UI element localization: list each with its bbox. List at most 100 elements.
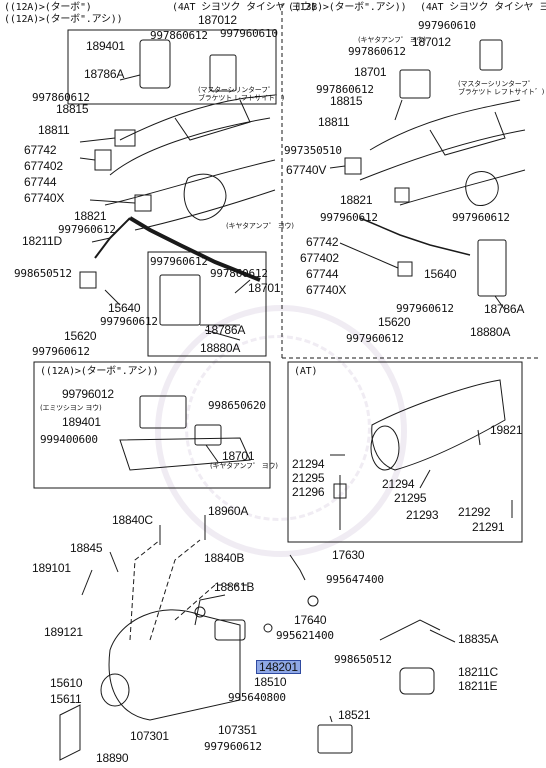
part-18521[interactable]: 18521 [338, 708, 371, 722]
part-997960612[interactable]: 997960612 [204, 740, 262, 753]
part-15611[interactable]: 15611 [50, 692, 82, 706]
part-18811[interactable]: 18811 [38, 123, 70, 137]
part-18510[interactable]: 18510 [254, 675, 287, 689]
part-18880A[interactable]: 18880A [470, 325, 511, 339]
part-21294[interactable]: 21294 [382, 477, 415, 491]
part-67744[interactable]: 67744 [306, 267, 339, 281]
part-21291[interactable]: 21291 [472, 520, 505, 534]
part-21296[interactable]: 21296 [292, 485, 325, 499]
note-catamp-left: (キヤタアンフ゜ ヨウ) [226, 222, 294, 230]
part-67740X[interactable]: 67740X [24, 191, 65, 205]
part-997960610[interactable]: 997960610 [418, 19, 476, 32]
part-21294[interactable]: 21294 [292, 457, 325, 471]
part-17630[interactable]: 17630 [332, 548, 365, 562]
part-17640[interactable]: 17640 [294, 613, 327, 627]
part-677402[interactable]: 677402 [300, 251, 339, 265]
part-997860612[interactable]: 997860612 [348, 45, 406, 58]
part-18786A[interactable]: 18786A [84, 67, 125, 81]
header-at-box: (AT) [294, 366, 318, 377]
note-master-left: (マスターシリンターフ゜ [198, 86, 275, 94]
part-18786A[interactable]: 18786A [205, 323, 246, 337]
part-187012[interactable]: 187012 [412, 35, 451, 49]
part-99796012[interactable]: 99796012 [62, 387, 114, 401]
part-18701[interactable]: 18701 [222, 449, 255, 463]
part-67742[interactable]: 67742 [306, 235, 339, 249]
part-18845[interactable]: 18845 [70, 541, 103, 555]
part-15620[interactable]: 15620 [378, 315, 411, 329]
part-189101[interactable]: 189101 [32, 561, 71, 575]
part-18211E[interactable]: 18211E [458, 679, 498, 693]
note-catamp-bottom: (キヤタアンフ゜ ヨウ) [210, 462, 278, 470]
part-997960612[interactable]: 997960612 [150, 255, 208, 268]
part-18840B[interactable]: 18840B [204, 551, 245, 565]
note-master-right-2: ブラケツト レフトサイト゛) [458, 88, 545, 96]
part-18861B[interactable]: 18861B [214, 580, 255, 594]
part-107301[interactable]: 107301 [130, 729, 169, 743]
part-67744[interactable]: 67744 [24, 175, 57, 189]
part-18786A[interactable]: 18786A [484, 302, 525, 316]
part-187012[interactable]: 187012 [198, 13, 237, 27]
part-997960612[interactable]: 997960612 [452, 211, 510, 224]
part-189401[interactable]: 189401 [86, 39, 125, 53]
part-18821[interactable]: 18821 [74, 209, 107, 223]
part-189401[interactable]: 189401 [62, 415, 101, 429]
header-right-2: (4AT シヨツク タイシヤ ヨウ) [420, 2, 546, 13]
part-995640800[interactable]: 995640800 [228, 691, 286, 704]
header-left-2: ((12A)>(ターボ".アシ)) [4, 14, 123, 25]
part-999400600[interactable]: 999400600 [40, 433, 98, 446]
part-18701[interactable]: 18701 [248, 281, 281, 295]
part-67740X[interactable]: 67740X [306, 283, 347, 297]
part-995621400[interactable]: 995621400 [276, 629, 334, 642]
part-18811[interactable]: 18811 [318, 115, 350, 129]
watermark-seal-inner [185, 335, 371, 521]
note-master-left-2: ブラケツト レフトサイト゛) [198, 94, 285, 102]
part-15610[interactable]: 15610 [50, 676, 83, 690]
part-18890[interactable]: 18890 [96, 751, 129, 765]
header-mid: (4AT シヨツク タイシヤ ヨウ) [172, 2, 317, 13]
part-18815[interactable]: 18815 [330, 94, 363, 108]
part-997860612[interactable]: 997860612 [316, 83, 374, 96]
part-997960612[interactable]: 997960612 [320, 211, 378, 224]
part-189121[interactable]: 189121 [44, 625, 83, 639]
part-997960612[interactable]: 997960612 [32, 345, 90, 358]
part-998650512[interactable]: 998650512 [14, 267, 72, 280]
part-18815[interactable]: 18815 [56, 102, 89, 116]
part-18211D[interactable]: 18211D [22, 234, 62, 248]
part-21292[interactable]: 21292 [458, 505, 491, 519]
part-107351[interactable]: 107351 [218, 723, 257, 737]
part-998650512[interactable]: 998650512 [334, 653, 392, 666]
part-997960612[interactable]: 997960612 [58, 223, 116, 236]
part-67742[interactable]: 67742 [24, 143, 57, 157]
part-18211C[interactable]: 18211C [458, 665, 498, 679]
part-998650620[interactable]: 998650620 [208, 399, 266, 412]
part-15620[interactable]: 15620 [64, 329, 97, 343]
part-15640[interactable]: 15640 [424, 267, 457, 281]
part-997860612[interactable]: 997860612 [210, 267, 268, 280]
part-18701[interactable]: 18701 [354, 65, 387, 79]
part-18960A[interactable]: 18960A [208, 504, 249, 518]
part-21293[interactable]: 21293 [406, 508, 439, 522]
part-148201-highlighted[interactable]: 148201 [256, 660, 301, 674]
part-18821[interactable]: 18821 [340, 193, 373, 207]
part-995647400[interactable]: 995647400 [326, 573, 384, 586]
part-997860612[interactable]: 997860612 [32, 91, 90, 104]
part-18880A[interactable]: 18880A [200, 341, 241, 355]
header-right: ((13B)>(ターボ".アシ)) [288, 2, 407, 13]
part-997960612[interactable]: 997960612 [396, 302, 454, 315]
part-997960610[interactable]: 997960610 [220, 27, 278, 40]
part-19821[interactable]: 19821 [490, 423, 523, 437]
part-997960612[interactable]: 997960612 [346, 332, 404, 345]
part-997960612[interactable]: 997960612 [100, 315, 158, 328]
part-21295[interactable]: 21295 [394, 491, 427, 505]
part-15640[interactable]: 15640 [108, 301, 141, 315]
part-21295[interactable]: 21295 [292, 471, 325, 485]
note-master-right: (マスターシリンターフ゜ [458, 80, 535, 88]
header-left: ((12A)>(ターボ") [4, 2, 92, 13]
part-997350510[interactable]: 997350510 [284, 144, 342, 157]
part-18840C[interactable]: 18840C [112, 513, 153, 527]
part-18835A[interactable]: 18835A [458, 632, 499, 646]
part-997860612[interactable]: 997860612 [150, 29, 208, 42]
part-67740V[interactable]: 67740V [286, 163, 327, 177]
part-677402[interactable]: 677402 [24, 159, 63, 173]
